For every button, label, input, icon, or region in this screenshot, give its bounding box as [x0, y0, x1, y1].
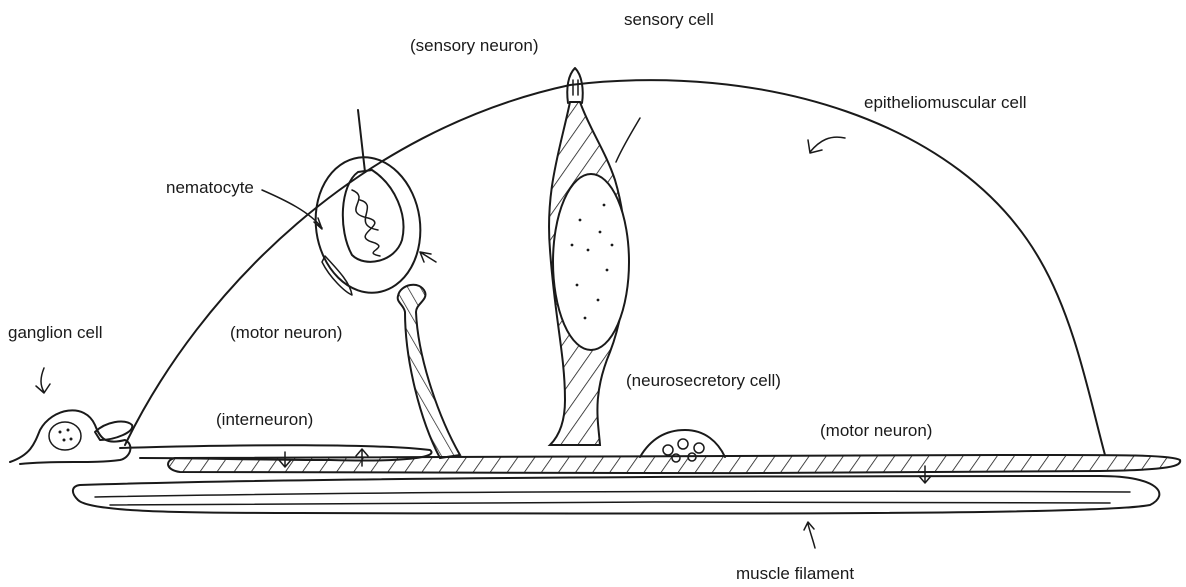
sensory-cell-nucleus — [553, 174, 629, 350]
basal-nerve-strip — [168, 455, 1180, 473]
cnidocil — [358, 110, 365, 172]
label-muscle-filament: muscle filament — [736, 564, 854, 583]
label-nematocyte: nematocyte — [166, 178, 254, 197]
label-ganglion-cell: ganglion cell — [8, 323, 103, 342]
label-sensory-neuron: (sensory neuron) — [410, 36, 539, 55]
label-sensory-cell: sensory cell — [624, 10, 714, 29]
nematocyst-capsule — [343, 170, 404, 262]
motor-neuron-stalk — [398, 285, 460, 458]
muscle-filament-inner-line — [95, 491, 1130, 497]
sensory-cell-pointer-arrow — [616, 118, 640, 162]
epitheliomuscular-pointer-arrow — [808, 137, 845, 153]
label-epitheliomuscular-cell: epitheliomuscular cell — [864, 93, 1027, 112]
label-interneuron: (interneuron) — [216, 410, 313, 429]
label-motor-neuron-right: (motor neuron) — [820, 421, 932, 440]
nematocyst-tubule — [352, 190, 380, 256]
muscle-filament-pointer-arrow — [804, 522, 815, 548]
ganglion-cell-nucleus — [49, 422, 81, 450]
label-motor-neuron-left: (motor neuron) — [230, 323, 342, 342]
synapse-arrow — [420, 252, 436, 262]
ganglion-pointer-arrow — [36, 368, 50, 393]
neurosecretory-cell — [640, 430, 725, 457]
nematocyte-cell — [307, 150, 429, 299]
label-neurosecretory-cell: (neurosecretory cell) — [626, 371, 781, 390]
ganglion-cell — [10, 410, 130, 464]
muscle-filament-inner-line-2 — [110, 502, 1110, 505]
